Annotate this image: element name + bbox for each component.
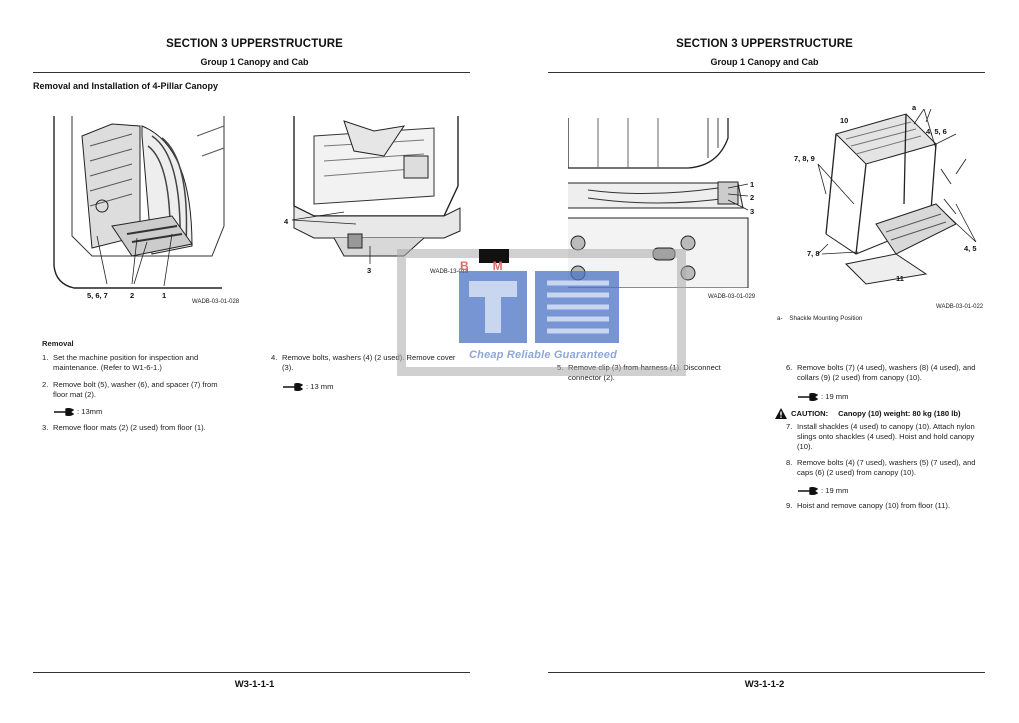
wrench-icon	[54, 407, 74, 416]
callout-4-5: 4, 5	[964, 244, 977, 253]
callout-4-5-6: 4, 5, 6	[926, 127, 947, 136]
canopy-illustration	[806, 104, 986, 294]
step-4: 4. Remove bolts, washers (4) (2 used). R…	[271, 353, 456, 372]
callout-10: 10	[840, 116, 849, 125]
footer-rule	[548, 672, 985, 673]
header-rule	[33, 72, 470, 73]
step-2: 2. Remove bolt (5), washer (6), and spac…	[42, 380, 218, 399]
watermark-logo-icon	[459, 271, 619, 343]
watermark: BM Cheap Reliable Guaranteed	[397, 249, 686, 376]
figure-code: WADB-03-01-022	[936, 304, 984, 310]
footer-rule	[33, 672, 470, 673]
callout-3: 3	[367, 266, 372, 275]
group-title: Group 1 Canopy and Cab	[200, 57, 309, 67]
floor-mat-illustration	[52, 116, 232, 296]
wrench-spec: : 13mm	[54, 407, 102, 416]
page-number: W3-1-1-2	[744, 679, 785, 690]
removal-label: Removal	[42, 339, 74, 348]
watermark-black-block	[479, 249, 509, 263]
figure-code: WADB-03-01-029	[708, 294, 756, 300]
figure-code: WADB-13-018	[430, 269, 469, 275]
callout-5-6-7: 5, 6, 7	[87, 291, 108, 300]
step-3: 3. Remove floor mats (2) (2 used) from f…	[42, 423, 206, 432]
step-8: 8. Remove bolts (4) (7 used), washers (5…	[786, 458, 976, 477]
callout-7-8: 7, 8	[807, 249, 820, 258]
procedure-heading: Removal and Installation of 4-Pillar Can…	[33, 81, 219, 91]
figure-canopy	[806, 104, 986, 294]
step-6: 6. Remove bolts (7) (4 used), washers (8…	[786, 363, 976, 382]
header-rule	[548, 72, 985, 73]
callout-1: 1	[162, 291, 167, 300]
figure-floor-mats	[52, 116, 232, 296]
cover-illustration	[284, 116, 464, 266]
wrench-icon	[798, 486, 818, 495]
step-7: 7. Install shackles (4 used) to canopy (…	[786, 422, 975, 451]
section-title: SECTION 3 UPPERSTRUCTURE	[676, 38, 853, 50]
callout-2: 2	[750, 193, 755, 202]
wrench-spec: : 19 mm	[798, 392, 848, 401]
group-title: Group 1 Canopy and Cab	[710, 57, 819, 67]
wrench-spec: : 19 mm	[798, 486, 848, 495]
wrench-icon	[798, 392, 818, 401]
step-9: 9. Hoist and remove canopy (10) from flo…	[786, 501, 951, 510]
wrench-spec: : 13 mm	[283, 382, 333, 391]
figure-code: WADB-03-01-028	[192, 299, 240, 305]
section-title: SECTION 3 UPPERSTRUCTURE	[166, 38, 343, 50]
callout-11: 11	[896, 274, 904, 283]
figure-cover	[284, 116, 464, 266]
callout-3: 3	[750, 207, 755, 216]
callout-2: 2	[130, 291, 135, 300]
callout-1: 1	[750, 180, 755, 189]
wrench-icon	[283, 382, 303, 391]
figure-legend: a- Shackle Mounting Position	[777, 315, 863, 322]
warning-triangle-icon	[775, 408, 787, 419]
watermark-letters: BM	[460, 259, 527, 273]
watermark-frame	[397, 249, 686, 376]
page-number: W3-1-1-1	[234, 679, 275, 690]
left-page: SECTION 3 UPPERSTRUCTURE Group 1 Canopy …	[0, 0, 509, 723]
caution-note: CAUTION: Canopy (10) weight: 80 kg (180 …	[775, 408, 961, 419]
step-1: 1. Set the machine position for inspecti…	[42, 353, 199, 372]
callout-a: a	[912, 103, 917, 112]
callout-4: 4	[284, 217, 289, 226]
watermark-tagline: Cheap Reliable Guaranteed	[469, 349, 618, 361]
callout-7-8-9: 7, 8, 9	[794, 154, 815, 163]
